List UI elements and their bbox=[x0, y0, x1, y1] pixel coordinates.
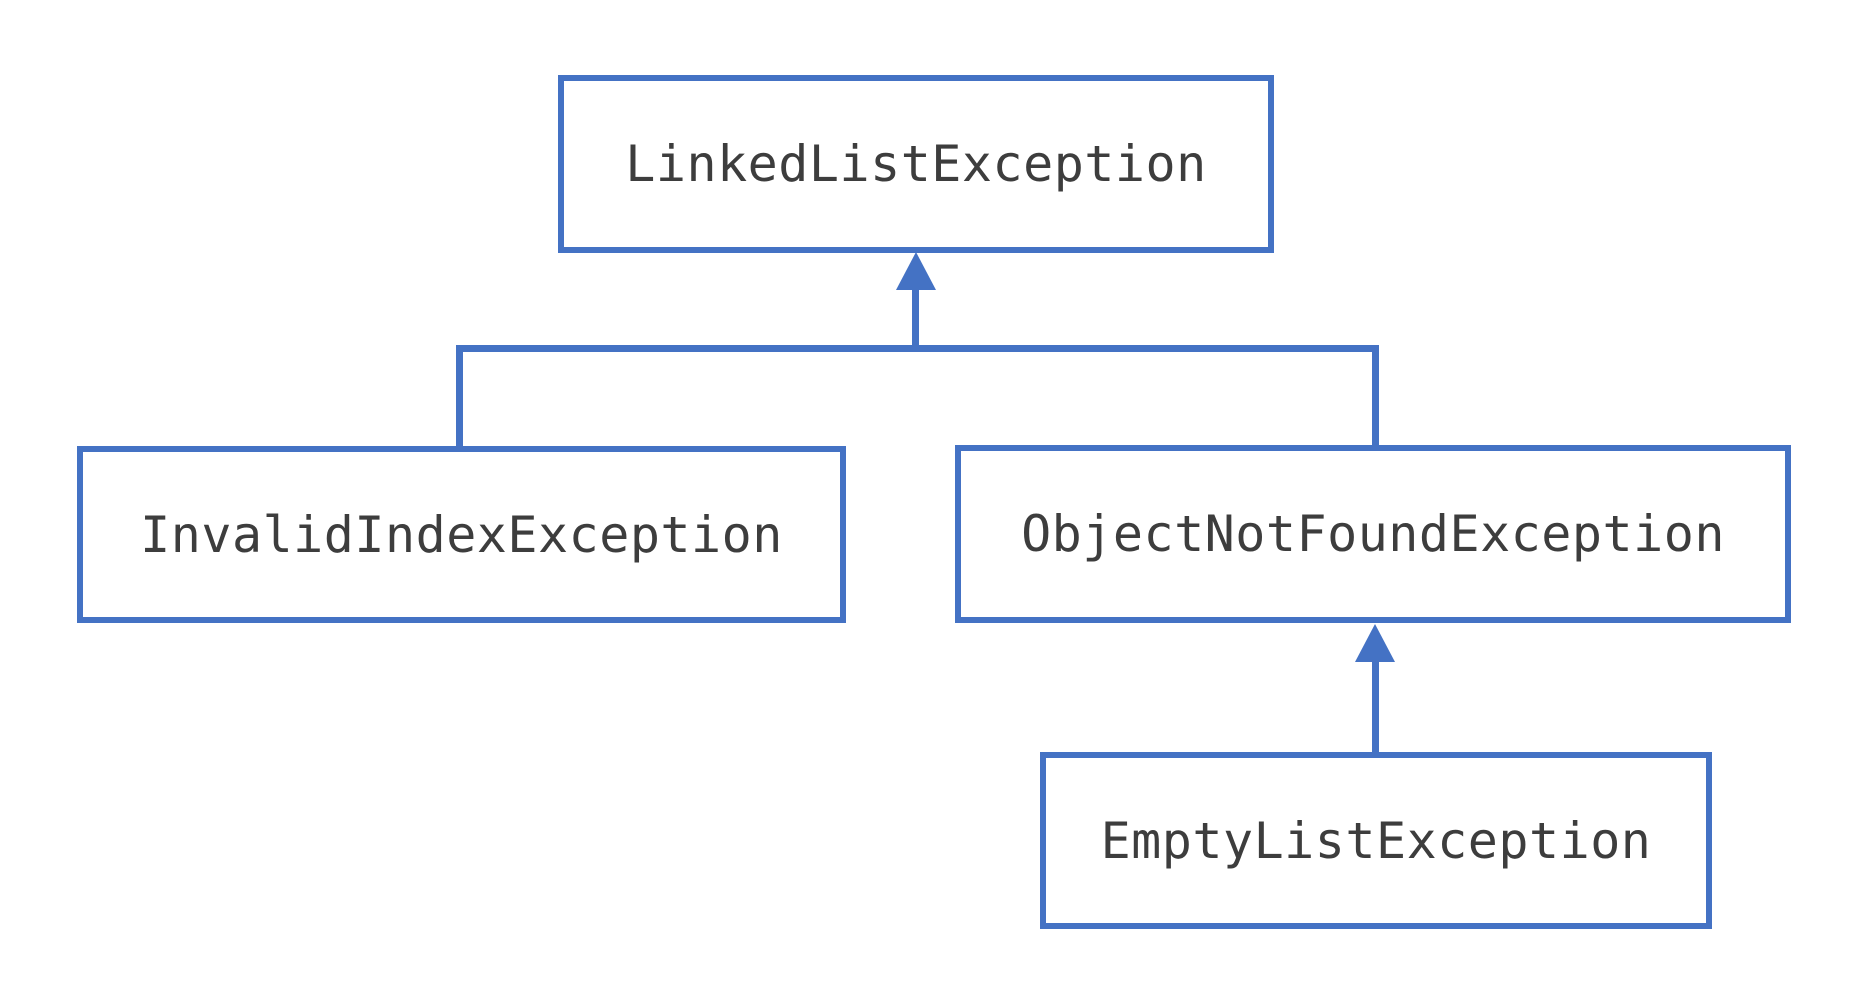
node-empty-list-exception: EmptyListException bbox=[1040, 752, 1712, 929]
node-invalid-index-exception: InvalidIndexException bbox=[77, 446, 846, 623]
edge-drop-to-invalid-index-exception bbox=[456, 345, 463, 446]
node-label-invalid-index-exception: InvalidIndexException bbox=[140, 505, 783, 564]
edge-shaft-to-linked-list-exception bbox=[912, 286, 919, 352]
edge-shaft-empty-list-to-object-not-found bbox=[1372, 658, 1379, 752]
node-linked-list-exception: LinkedListException bbox=[558, 75, 1274, 253]
inheritance-arrow-up-icon bbox=[1355, 624, 1395, 662]
node-label-linked-list-exception: LinkedListException bbox=[625, 135, 1207, 193]
inheritance-arrow-up-icon bbox=[896, 252, 936, 290]
node-label-object-not-found-exception: ObjectNotFoundException bbox=[1021, 505, 1725, 563]
node-label-empty-list-exception: EmptyListException bbox=[1100, 811, 1652, 870]
edge-horizontal-connector bbox=[456, 345, 1379, 352]
edge-drop-to-object-not-found-exception bbox=[1372, 345, 1379, 445]
node-object-not-found-exception: ObjectNotFoundException bbox=[955, 445, 1791, 623]
